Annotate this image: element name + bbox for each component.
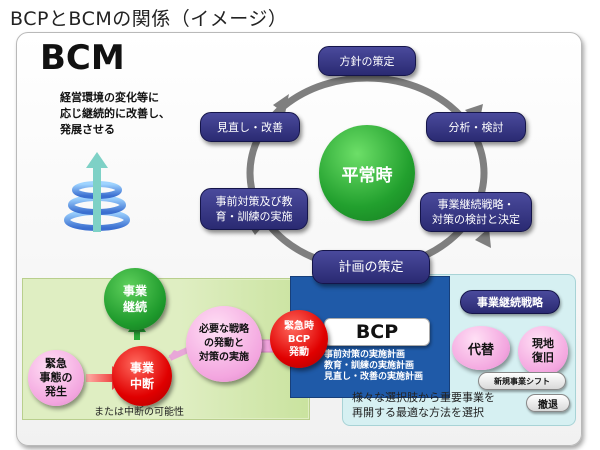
withdraw-label: 撤退 xyxy=(538,399,558,411)
bcp-plan-list: 事前対策の実施計画 教育・訓練の実施計画 見直し・改善の実施計画 xyxy=(324,350,423,383)
withdraw-option: 撤退 xyxy=(526,394,570,412)
bcp-plan-item: 事前対策の実施計画 xyxy=(324,350,406,360)
bcm-description-line: 応じ継続的に改善し、 xyxy=(60,107,170,120)
planning-node: 計画の策定 xyxy=(312,250,430,284)
strategy-label-line: 対策の検討と決定 xyxy=(432,213,520,226)
emergency-label-line: 事態の xyxy=(39,371,73,384)
bcm-label: BCM xyxy=(40,38,125,78)
strategy-label-line: 事業継続戦略・ xyxy=(437,198,515,211)
restore-option: 現地 復旧 xyxy=(518,326,568,376)
emergency-label-line: 緊急 xyxy=(45,357,67,370)
analysis-node: 分析・検討 xyxy=(426,112,526,142)
continuation-label-line: 継続 xyxy=(122,300,147,314)
review-node: 見直し・改善 xyxy=(200,112,300,142)
policy-node: 方針の策定 xyxy=(318,46,416,76)
measures-label-line: の発動と xyxy=(204,338,244,349)
alternative-label: 代替 xyxy=(467,342,494,358)
activation-label-line: 発動 xyxy=(289,346,309,358)
restore-label-line: 復旧 xyxy=(532,351,554,364)
strategy-title-label: 事業継続戦略 xyxy=(477,296,543,309)
bcm-description-line: 発展させる xyxy=(60,123,115,136)
training-label-line: 事前対策及び教 xyxy=(215,195,293,208)
bcp-activation-ball: 緊急時 BCP 発動 xyxy=(270,310,328,368)
bcm-description: 経営環境の変化等に 応じ継続的に改善し、 発展させる xyxy=(60,90,170,138)
bcp-label: BCP xyxy=(355,321,399,343)
continuation-label-line: 事業 xyxy=(122,284,147,298)
review-label: 見直し・改善 xyxy=(217,120,283,134)
strategy-footer: 様々な選択肢から重要事業を 再開する最適な方法を選択 xyxy=(352,390,495,420)
emergency-ball: 緊急 事態の 発生 xyxy=(28,350,84,406)
normal-time-circle: 平常時 xyxy=(319,125,415,221)
analysis-label: 分析・検討 xyxy=(448,120,504,134)
new-business-label: 新規事業シフト xyxy=(494,376,550,386)
continuation-ball: 事業 継続 xyxy=(104,268,166,330)
bcp-plan-item: 教育・訓練の実施計画 xyxy=(324,361,415,371)
measures-label-line: 必要な戦略 xyxy=(199,324,249,335)
strategy-title: 事業継続戦略 xyxy=(460,290,560,314)
spiral-improvement-icon xyxy=(64,152,130,232)
activation-label-line: 緊急時 xyxy=(284,320,314,332)
strategy-footer-line: 様々な選択肢から重要事業を xyxy=(352,391,495,404)
emergency-label-line: 発生 xyxy=(45,385,67,398)
planning-label: 計画の策定 xyxy=(338,259,404,275)
training-node: 事前対策及び教 育・訓練の実施 xyxy=(200,188,308,230)
interruption-ball: 事業 中断 xyxy=(112,346,172,406)
bcp-plan-item: 見直し・改善の実施計画 xyxy=(324,372,424,382)
training-label-line: 育・訓練の実施 xyxy=(215,210,293,223)
new-business-option: 新規事業シフト xyxy=(478,372,566,390)
normal-time-label: 平常時 xyxy=(341,165,393,186)
activation-label-line: BCP xyxy=(287,333,311,345)
strategy-node: 事業継続戦略・ 対策の検討と決定 xyxy=(420,192,532,232)
bcm-description-line: 経営環境の変化等に xyxy=(60,91,159,104)
measures-ball: 必要な戦略 の発動と 対策の実施 xyxy=(186,306,262,382)
restore-label-line: 現地 xyxy=(532,337,554,350)
bcp-label-box: BCP xyxy=(324,318,430,346)
alternative-option: 代替 xyxy=(452,326,510,370)
interruption-possibility-note: または中断の可能性 xyxy=(94,407,184,418)
measures-label-line: 対策の実施 xyxy=(199,352,249,363)
strategy-footer-line: 再開する最適な方法を選択 xyxy=(352,406,484,419)
page-title: BCPとBCMの関係（イメージ） xyxy=(10,8,288,30)
interruption-label-line: 中断 xyxy=(129,377,154,391)
policy-label: 方針の策定 xyxy=(339,54,395,68)
interruption-label-line: 事業 xyxy=(129,361,154,375)
